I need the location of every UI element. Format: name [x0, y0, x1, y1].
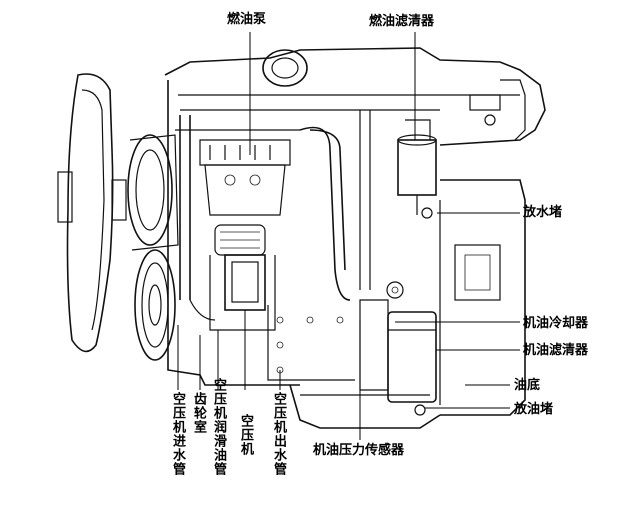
sump-details [267, 207, 433, 416]
label-fuel-filter: 燃油滤清器 [369, 14, 435, 29]
engine-body [164, 47, 546, 429]
label-gear-chamber: 齿轮室 [191, 392, 206, 434]
label-compressor-lube-pipe: 空压机润滑油管 [211, 378, 226, 476]
label-compressor: 空压机 [238, 414, 253, 456]
fan [57, 73, 127, 353]
label-oil-cooler: 机油冷却器 [523, 316, 589, 331]
right-fittings [469, 79, 526, 141]
oil-filter [359, 281, 437, 403]
pulleys [127, 134, 179, 361]
label-compressor-outlet-pipe: 空压机出水管 [271, 392, 286, 476]
label-oil-drain-plug: 放油堵 [514, 402, 554, 417]
compressor-drawing [209, 254, 276, 331]
label-compressor-inlet-pipe: 空压机进水管 [170, 392, 185, 476]
label-drain-plug-water: 放水堵 [523, 205, 563, 220]
fuel-filter [397, 119, 437, 215]
pipes [179, 110, 371, 321]
label-oil-pressure-sensor: 机油压力传感器 [313, 443, 405, 458]
leader-lines [177, 32, 520, 440]
label-oil-filter: 机油滤清器 [523, 343, 589, 358]
label-fuel-pump: 燃油泵 [227, 12, 267, 27]
fuel-pump [199, 49, 308, 256]
label-oil-pan: 油底 [514, 378, 541, 393]
